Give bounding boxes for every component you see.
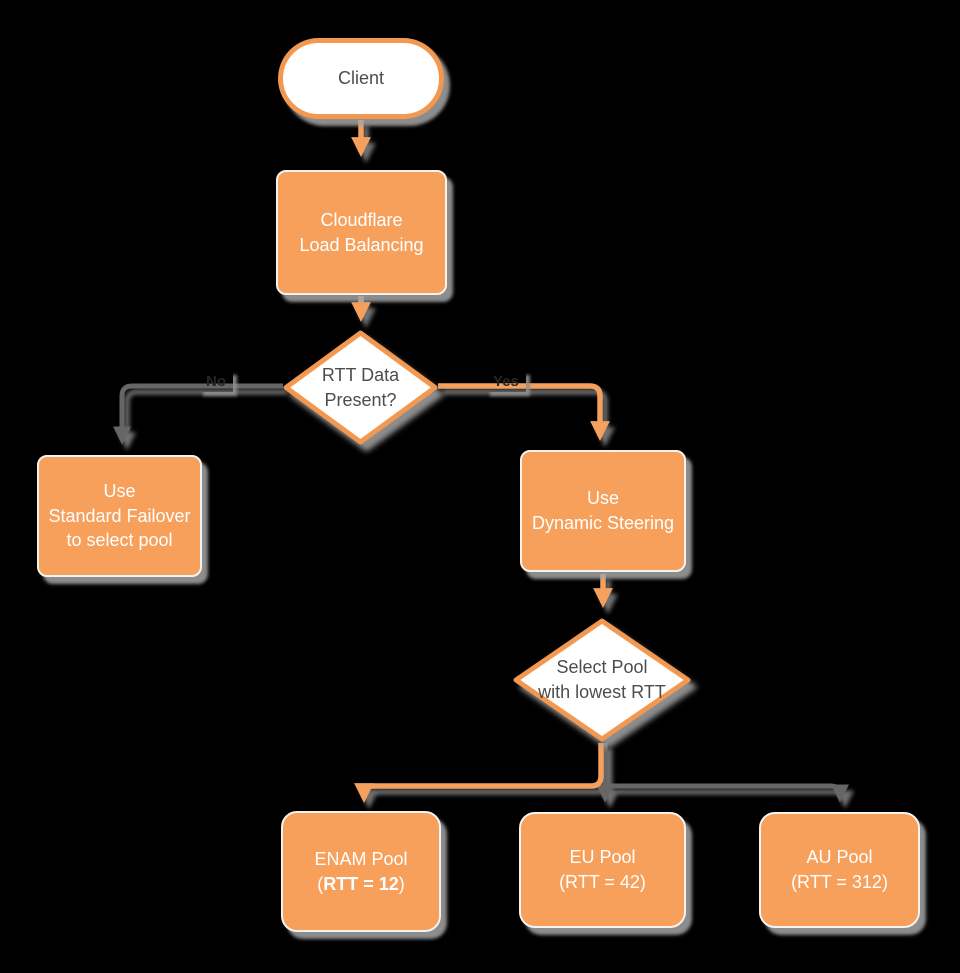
- node-dynamic-steering-label: Use Dynamic Steering: [531, 488, 675, 533]
- node-standard-failover-label: Use Standard Failover to select pool: [48, 480, 191, 551]
- node-standard-failover: Use Standard Failover to select pool: [37, 455, 202, 577]
- edge-select-to-au: [605, 783, 849, 803]
- node-rtt-decision: RTT Data Present?: [283, 330, 438, 445]
- node-load-balancer: Cloudflare Load Balancing: [276, 170, 447, 295]
- node-client-label: Client: [337, 68, 385, 89]
- decision-diamond-shape: [283, 330, 438, 445]
- node-eu-pool: EU Pool (RTT = 42): [519, 812, 686, 928]
- edge-rtt-no-to-failover: [113, 383, 283, 445]
- node-client: Client: [278, 38, 444, 119]
- node-enam-pool: ENAM Pool (RTT = 12): [281, 811, 441, 932]
- edge-label-yes: Yes: [486, 371, 526, 392]
- edge-select-to-enam: [354, 743, 604, 803]
- node-au-pool-label: AU Pool (RTT = 312): [791, 847, 888, 892]
- node-eu-pool-label: EU Pool (RTT = 42): [559, 847, 646, 892]
- node-enam-pool-label: ENAM Pool (RTT = 12): [314, 848, 408, 894]
- node-load-balancer-label: Cloudflare Load Balancing: [299, 209, 424, 255]
- node-select-pool-label: Select Pool with lowest RTT: [538, 657, 666, 702]
- node-rtt-decision-label: RTT Data Present?: [321, 364, 400, 410]
- node-dynamic-steering: Use Dynamic Steering: [520, 450, 686, 572]
- node-select-pool: Select Pool with lowest RTT: [513, 618, 691, 742]
- node-au-pool: AU Pool (RTT = 312): [759, 812, 920, 928]
- edge-rtt-yes-to-dynamic: [438, 383, 610, 441]
- decision-diamond-shape: [513, 618, 691, 742]
- edge-label-no: No: [199, 371, 233, 392]
